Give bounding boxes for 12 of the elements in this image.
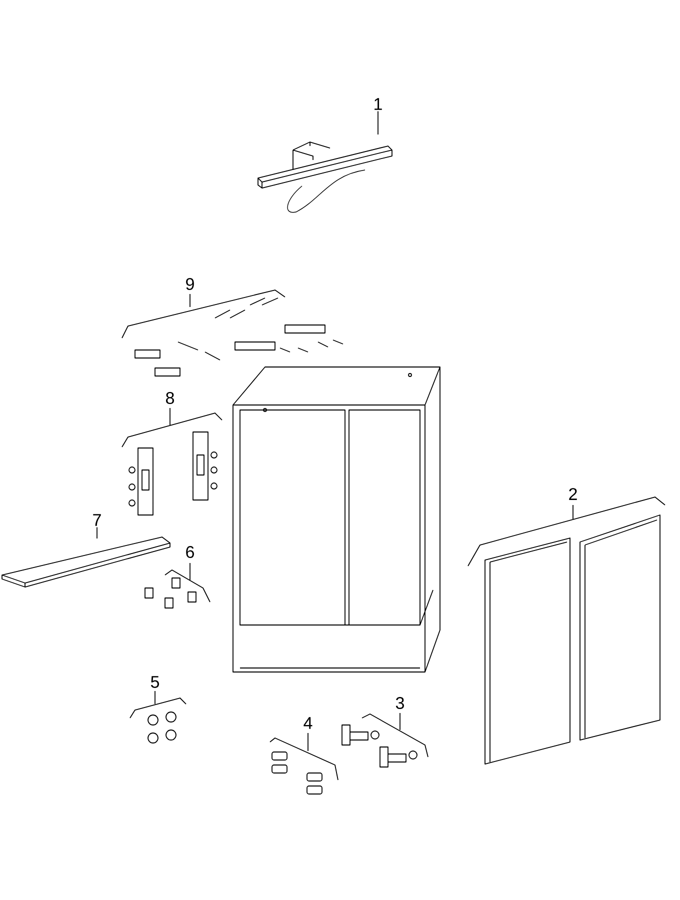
lamp-drawing bbox=[258, 142, 392, 213]
callout-number: 8 bbox=[166, 392, 174, 404]
callout-number: 7 bbox=[93, 514, 101, 526]
callout-number: 9 bbox=[186, 278, 194, 290]
callout-number: 1 bbox=[374, 98, 382, 110]
callout-number: 6 bbox=[186, 546, 194, 558]
callout-number: 4 bbox=[304, 717, 312, 729]
leader-line bbox=[96, 526, 98, 539]
shelf-drawing bbox=[2, 536, 170, 588]
callout-number: 2 bbox=[569, 488, 577, 500]
callout-number: 5 bbox=[150, 676, 159, 688]
callout-number: 3 bbox=[396, 696, 404, 710]
